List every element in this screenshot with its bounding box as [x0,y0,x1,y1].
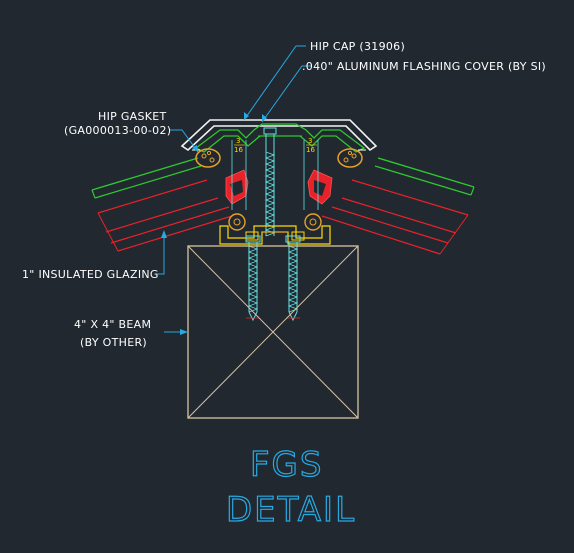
beam-label: 4" X 4" BEAM [74,318,151,331]
flashing-cover-label: .040" ALUMINUM FLASHING COVER (BY SI) [302,60,546,73]
right-hip-gasket [337,148,363,168]
hip-gasket-part-number: (GA000013-00-02) [64,124,171,137]
center-screw [263,127,277,237]
hip-gaskets [192,148,366,168]
dim-right-denominator: 16 [306,146,315,154]
hip-cap-label: HIP CAP (31906) [310,40,405,53]
leaders [158,45,312,335]
hip-gasket-label: HIP GASKET [98,110,167,123]
left-hip-gasket [195,148,221,168]
base-gaskets [228,213,322,231]
dim-right-numerator: 3 [308,137,312,145]
insulated-glazing-label: 1" INSULATED GLAZING [22,268,159,281]
dim-left-numerator: 3 [236,137,240,145]
left-glazing-panel [91,157,249,252]
green-extrusion [194,123,366,153]
anchor-screws [245,235,301,322]
hip-cap [180,119,378,152]
title-line-1: FGS [250,445,324,485]
beam [187,245,359,419]
right-glazing-panel [307,157,475,255]
title-line-2: DETAIL [226,490,356,530]
base-extrusion [219,225,331,245]
dimension-3-16: 3 16 3 16 [231,137,319,210]
dim-left-denominator: 16 [234,146,243,154]
beam-note: (BY OTHER) [80,336,147,349]
